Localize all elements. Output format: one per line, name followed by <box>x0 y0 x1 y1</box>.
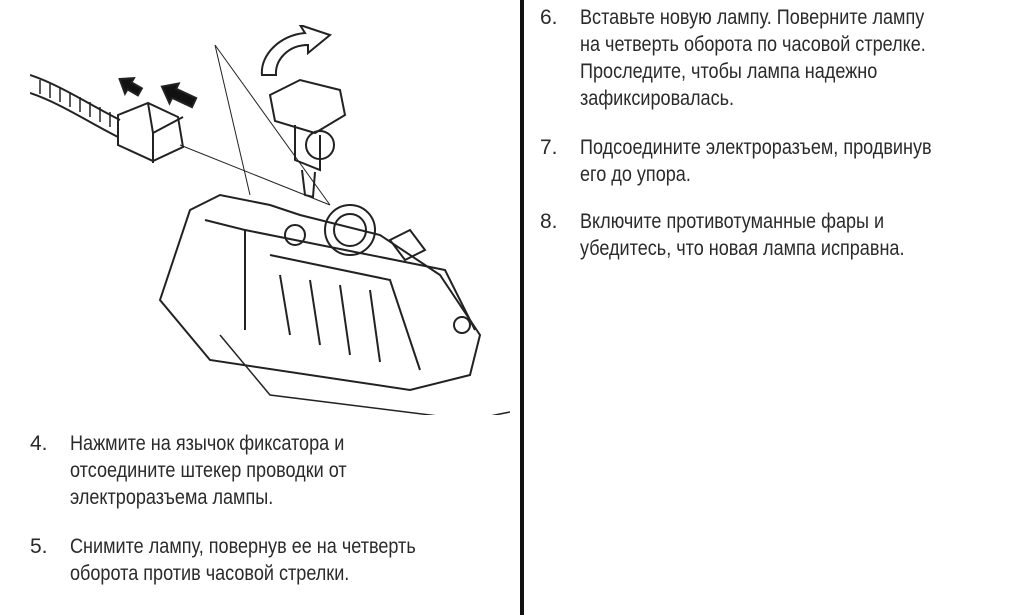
step-text: Подсоедините электроразъем, продвинув <box>580 136 932 159</box>
step-text: Включите противотуманные фары и <box>580 210 885 233</box>
step-text: Вставьте новую лампу. Поверните лампу <box>580 6 925 29</box>
step-text: отсоедините штекер проводки от <box>70 459 347 482</box>
fog-lamp-bulb-replacement-illustration <box>30 25 510 415</box>
step-number: 7. <box>540 136 558 159</box>
push-arrow-icon <box>118 76 144 97</box>
step-number: 6. <box>540 6 558 29</box>
step-text: Нажмите на язычок фиксатора и <box>70 432 345 455</box>
step-text: Снимите лампу, повернув ее на четверть <box>70 535 416 558</box>
step-text: зафиксировалась. <box>580 87 735 110</box>
step-text: убедитесь, что новая лампа исправна. <box>580 237 905 260</box>
connector-plug <box>117 101 185 163</box>
rotate-arrow-icon <box>260 25 333 76</box>
step-number: 4. <box>30 432 48 455</box>
bulb <box>268 78 347 199</box>
insert-arrow-icon <box>160 82 198 109</box>
step-text: электроразъема лампы. <box>70 486 274 509</box>
column-divider <box>520 0 524 615</box>
step-text: на четверть оборота по часовой стрелке. <box>580 33 926 56</box>
step-number: 8. <box>540 210 558 233</box>
step-text: Проследите, чтобы лампа надежно <box>580 60 878 83</box>
step-number: 5. <box>30 535 48 558</box>
fog-lamp-housing <box>158 193 510 415</box>
wiring-harness <box>30 74 121 138</box>
step-text: оборота против часовой стрелки. <box>70 562 350 585</box>
step-text: его до упора. <box>580 163 691 186</box>
